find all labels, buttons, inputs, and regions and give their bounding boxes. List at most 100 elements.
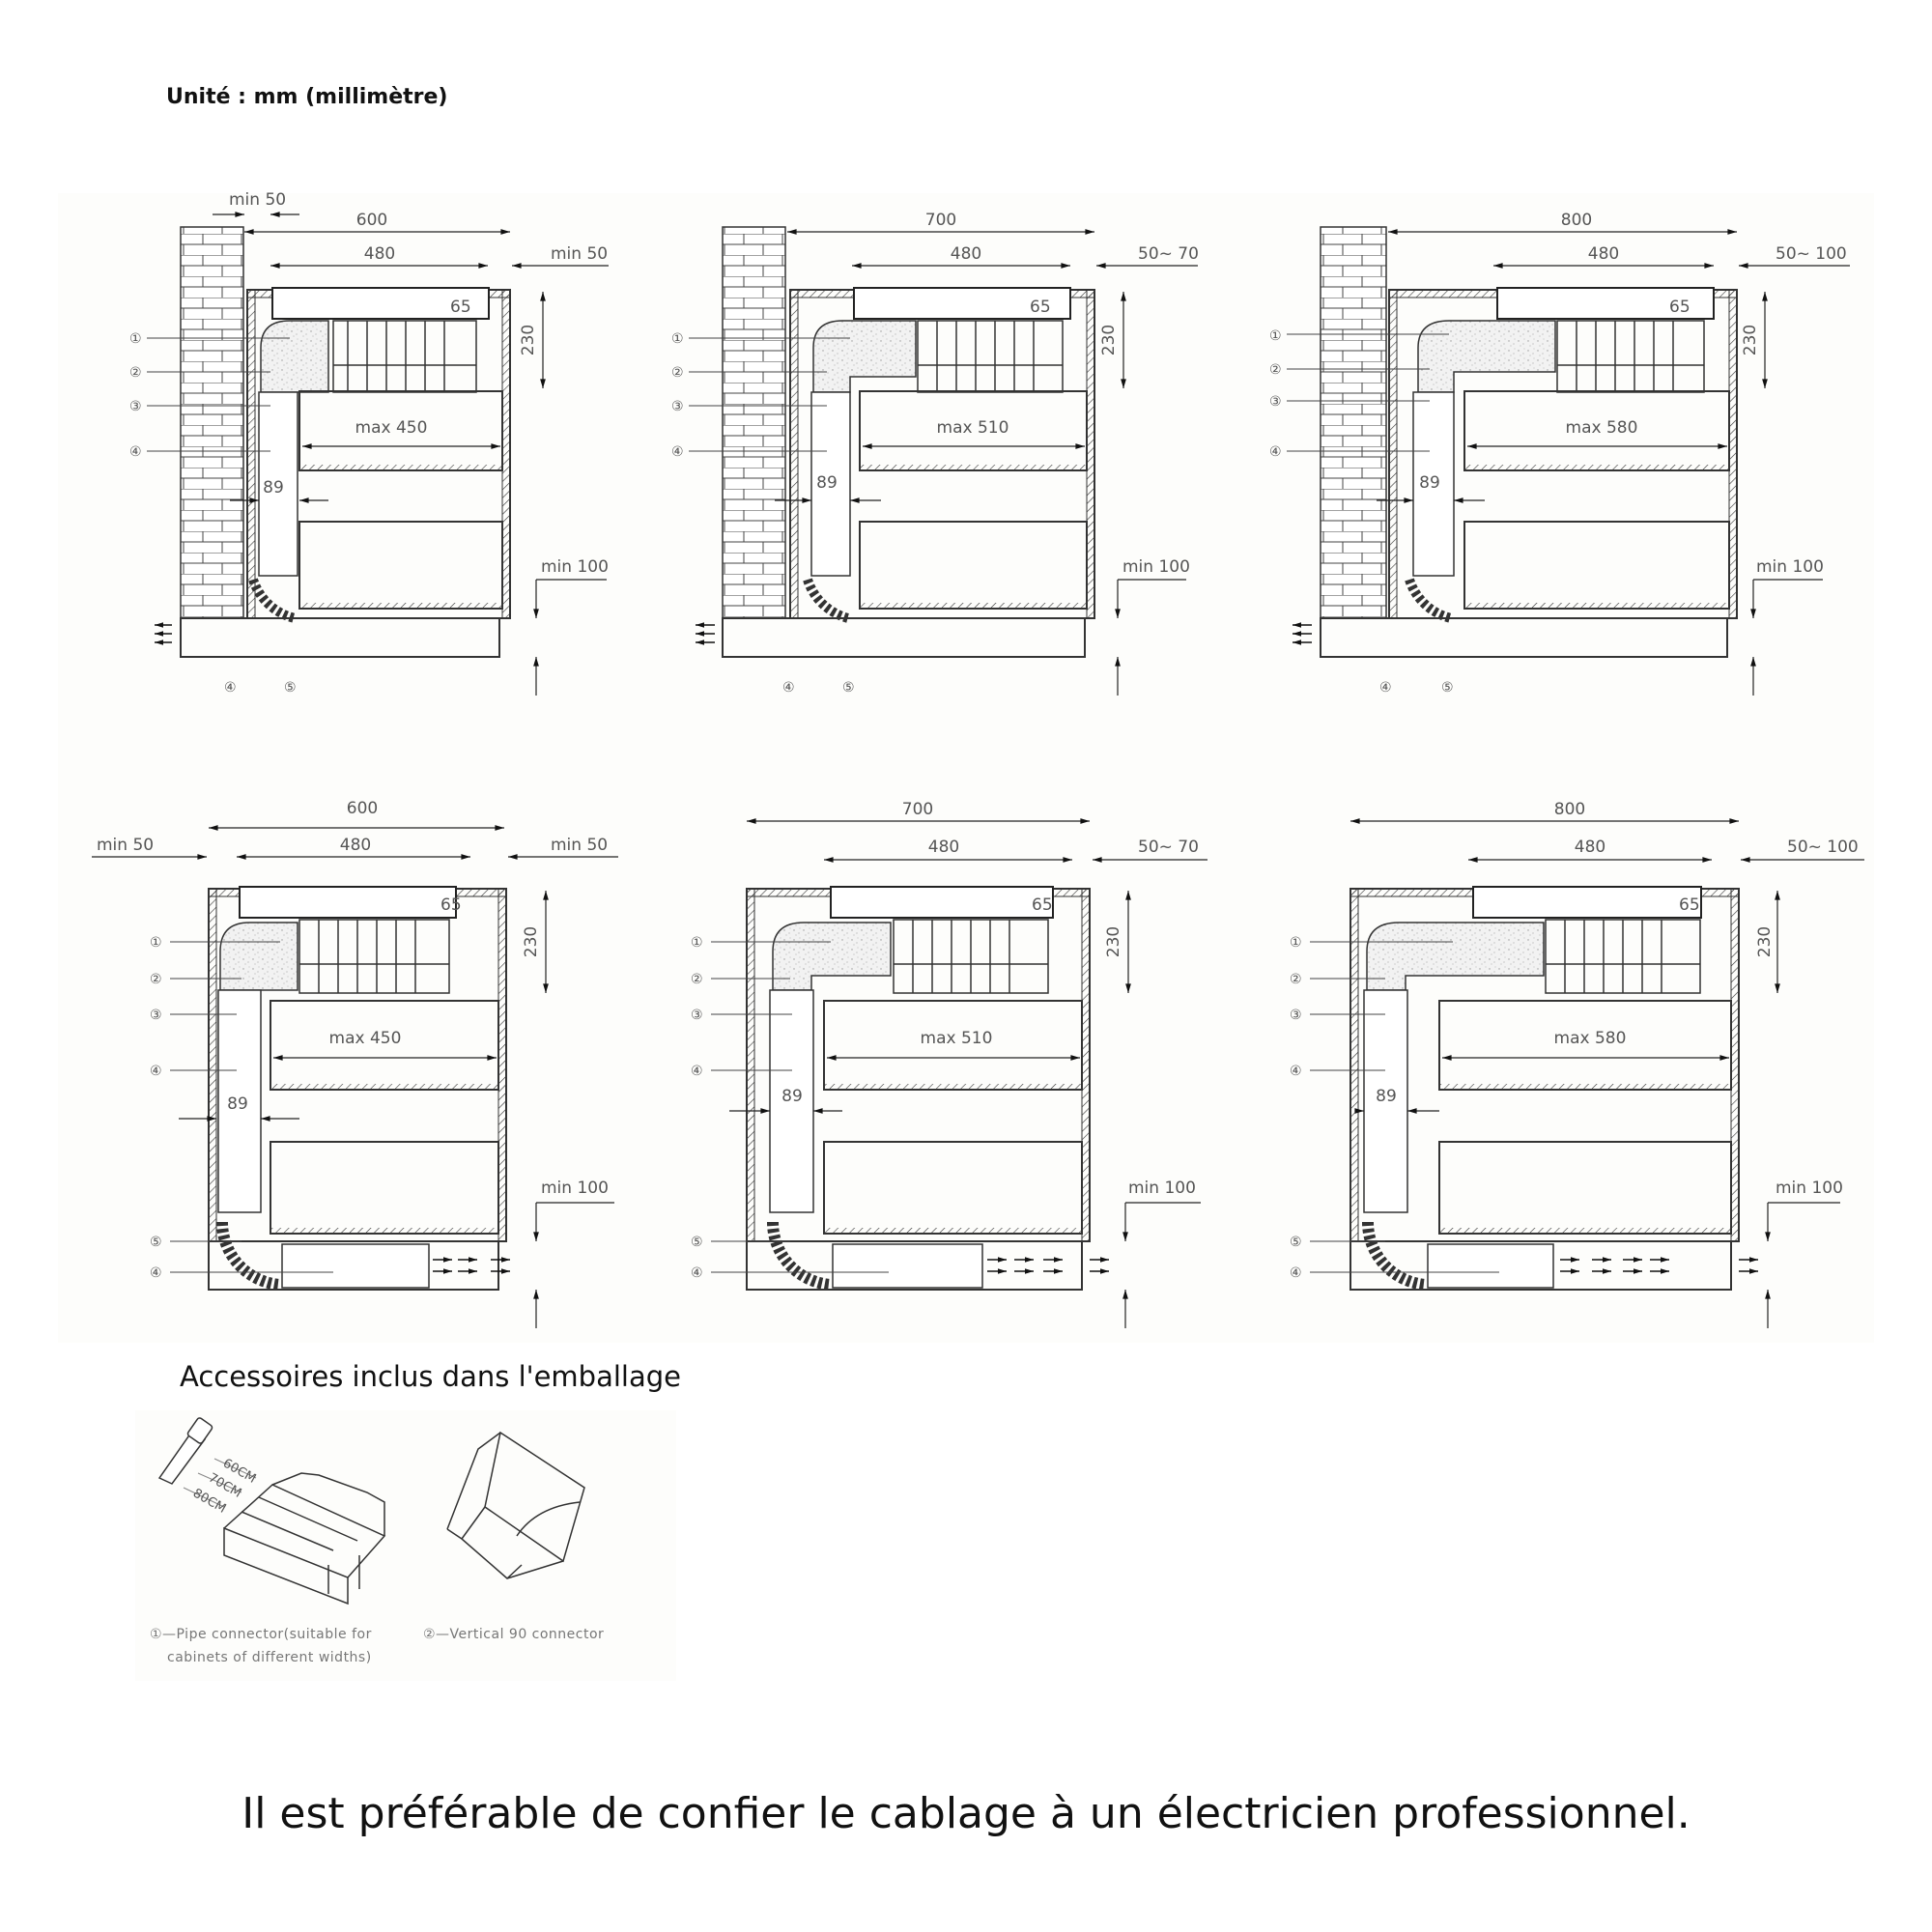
svg-text:②: ② — [691, 972, 703, 987]
vertical-duct — [258, 391, 298, 577]
svg-text:①: ① — [129, 331, 142, 347]
dim-hob-width: 480 — [951, 244, 981, 264]
svg-text:④: ④ — [1269, 444, 1282, 460]
dim-cabinet-width: 800 — [1554, 800, 1585, 819]
dim-cabinet-width: 700 — [902, 800, 933, 819]
svg-text:⑤: ⑤ — [842, 680, 855, 696]
unit-label: Unité : mm (millimètre) — [166, 85, 448, 109]
dim-duct-offset: 89 — [816, 473, 838, 493]
part-callouts: ① ② ③ ④ ⑤ ④ — [691, 935, 703, 1281]
svg-text:③: ③ — [1269, 394, 1282, 410]
accessories-title: Accessoires inclus dans l'emballage — [180, 1360, 681, 1393]
dim-right-gap: min 50 — [551, 244, 608, 264]
dim-cabinet-width: 600 — [356, 211, 387, 230]
dim-right-gap: 50~ 70 — [1138, 244, 1199, 264]
dim-right-gap: 50~ 70 — [1138, 838, 1199, 857]
dim-plinth-gap: min 100 — [541, 557, 609, 577]
svg-text:④: ④ — [782, 680, 795, 696]
pipe-connector-caption-line1: ①—Pipe connector(suitable for — [150, 1627, 372, 1642]
dim-hob-width: 480 — [340, 836, 371, 855]
svg-text:③: ③ — [691, 1008, 703, 1023]
svg-text:③: ③ — [671, 399, 684, 414]
part-callouts: ① ② ③ ④ ⑤ ④ — [150, 935, 162, 1281]
dim-cabinet-width: 700 — [925, 211, 956, 230]
dim-hob-width: 480 — [364, 244, 395, 264]
dim-install-height: 230 — [1755, 926, 1775, 957]
svg-text:⑤: ⑤ — [691, 1235, 703, 1250]
svg-text:⑤: ⑤ — [150, 1235, 162, 1250]
svg-text:③: ③ — [1290, 1008, 1302, 1023]
dim-duct-offset: 89 — [1376, 1087, 1397, 1106]
plinth — [180, 617, 500, 658]
vertical-connector-caption-line1: ②—Vertical 90 connector — [423, 1627, 605, 1642]
dim-install-height: 230 — [522, 926, 541, 957]
dim-cabinet-width: 800 — [1561, 211, 1592, 230]
svg-text:④: ④ — [224, 680, 237, 696]
svg-text:②: ② — [1269, 362, 1282, 378]
part-callouts: ① ② ③ ④ ④ ⑤ — [129, 331, 297, 696]
svg-text:①: ① — [1290, 935, 1302, 951]
exhaust-arrows — [155, 622, 172, 645]
dim-hob-depth: 65 — [1032, 895, 1053, 915]
dim-install-height: 230 — [1099, 325, 1119, 355]
dim-duct-offset: 89 — [263, 478, 284, 497]
dim-hob-width: 480 — [1575, 838, 1605, 857]
svg-text:③: ③ — [150, 1008, 162, 1023]
svg-text:②: ② — [1290, 972, 1302, 987]
part-callouts: ① ② ③ ④ ④ ⑤ — [671, 331, 855, 696]
svg-text:③: ③ — [129, 399, 142, 414]
part-callouts: ① ② ③ ④ ④ ⑤ — [1269, 328, 1454, 696]
elbow-90 — [248, 578, 297, 623]
dim-drawer-width: max 510 — [937, 418, 1009, 438]
part-callouts: ① ② ③ ④ ⑤ ④ — [1290, 935, 1302, 1281]
dim-plinth-gap: min 100 — [1128, 1179, 1196, 1198]
dim-duct-offset: 89 — [1419, 473, 1440, 493]
pipe-connector-caption: ①—Pipe connector(suitable for cabinets o… — [150, 1623, 372, 1669]
svg-text:⑤: ⑤ — [1441, 680, 1454, 696]
dim-drawer-width: max 510 — [921, 1029, 993, 1048]
dim-plinth-gap: min 100 — [1756, 557, 1824, 577]
footer-note: Il est préférable de confier le cablage … — [242, 1789, 1690, 1838]
dim-left-gap: min 50 — [97, 836, 154, 855]
dim-duct-offset: 89 — [227, 1094, 248, 1114]
svg-text:④: ④ — [691, 1064, 703, 1079]
dim-hob-depth: 65 — [1669, 298, 1690, 317]
dim-hob-width: 480 — [1588, 244, 1619, 264]
dim-plinth-gap: min 100 — [1776, 1179, 1843, 1198]
dim-drawer-width: max 580 — [1566, 418, 1638, 438]
dim-plinth-gap: min 100 — [1122, 557, 1190, 577]
svg-text:②: ② — [671, 365, 684, 381]
dim-right-gap: 50~ 100 — [1776, 244, 1847, 264]
svg-text:④: ④ — [1290, 1265, 1302, 1281]
svg-text:④: ④ — [150, 1064, 162, 1079]
svg-text:①: ① — [671, 331, 684, 347]
dim-drawer-width: max 450 — [355, 418, 428, 438]
svg-text:④: ④ — [691, 1265, 703, 1281]
dim-hob-depth: 65 — [1679, 895, 1700, 915]
dim-left-gap: min 50 — [229, 190, 286, 210]
svg-text:④: ④ — [150, 1265, 162, 1281]
dim-install-height: 230 — [1741, 325, 1760, 355]
svg-text:①: ① — [691, 935, 703, 951]
svg-text:②: ② — [150, 972, 162, 987]
dim-right-gap: 50~ 100 — [1787, 838, 1859, 857]
dim-duct-offset: 89 — [781, 1087, 803, 1106]
svg-text:④: ④ — [1290, 1064, 1302, 1079]
pipe-connector-caption-line2: cabinets of different widths) — [167, 1650, 372, 1665]
svg-text:④: ④ — [129, 444, 142, 460]
svg-text:④: ④ — [671, 444, 684, 460]
svg-text:①: ① — [1269, 328, 1282, 344]
dim-hob-depth: 65 — [440, 895, 462, 915]
dim-hob-depth: 65 — [1030, 298, 1051, 317]
dim-hob-width: 480 — [928, 838, 959, 857]
hob-body — [271, 287, 490, 320]
dim-right-gap: min 50 — [551, 836, 608, 855]
svg-text:②: ② — [129, 365, 142, 381]
dim-install-height: 230 — [519, 325, 538, 355]
svg-text:④: ④ — [1379, 680, 1392, 696]
svg-text:⑤: ⑤ — [1290, 1235, 1302, 1250]
dim-cabinet-width: 600 — [347, 799, 378, 818]
dim-drawer-width: max 450 — [329, 1029, 402, 1048]
dim-hob-depth: 65 — [450, 298, 471, 317]
vertical-connector-caption: ②—Vertical 90 connector — [423, 1623, 604, 1646]
